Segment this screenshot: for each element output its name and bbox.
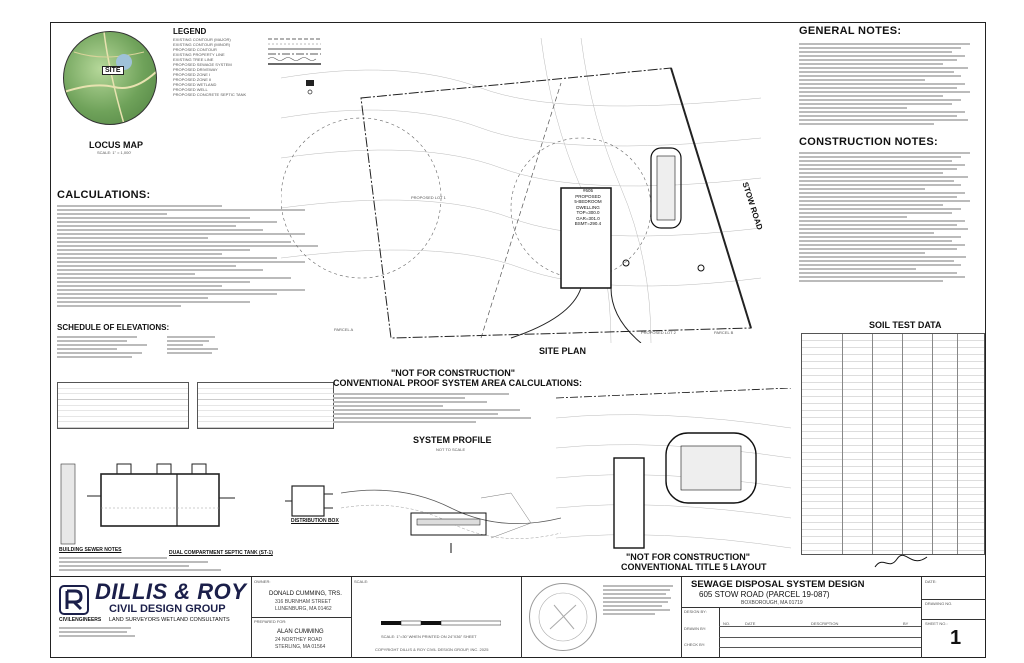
company-addresses: [59, 625, 239, 639]
system-profile-subtitle: NOT TO SCALE: [436, 447, 466, 452]
stamp-note: [603, 583, 677, 617]
septic-notes: [59, 555, 329, 573]
legend-item: PROPOSED ZONE I: [173, 72, 211, 77]
calculations-text: [57, 203, 332, 309]
title5-not-for-construction: "NOT FOR CONSTRUCTION": [626, 552, 751, 562]
scale-cell: SCALE: SCALE: 1"=30' WHEN PRINTED ON 24"…: [351, 577, 522, 658]
calculations-title: CALCULATIONS:: [57, 189, 151, 201]
legend-item: EXISTING CONTOUR (MINOR): [173, 42, 231, 47]
design-by-label: DESIGN BY:: [684, 609, 707, 614]
lot1-label: PROPOSED LOT 1: [411, 195, 446, 200]
applicant-address-2: STERLING, MA 01564: [275, 644, 326, 650]
applicant-name: ALAN CUMMING: [277, 629, 324, 635]
applicant-label: PREPARED FOR:: [254, 619, 287, 624]
elevations-title: SCHEDULE OF ELEVATIONS:: [57, 323, 170, 332]
title5-layout-drawing: [556, 388, 791, 549]
locus-map-roads: [64, 32, 156, 124]
drawing-no-label: DRAWING NO.: [925, 601, 953, 606]
owner-cell: OWNER: DONALD CUMMING, TRS. 316 BURNHAM …: [251, 577, 352, 658]
legend-item: PROPOSED WETLAND: [173, 82, 217, 87]
title-block: DILLIS & ROY CIVIL DESIGN GROUP LAND SUR…: [51, 576, 986, 658]
soil-test-title: SOIL TEST DATA: [869, 320, 942, 330]
distribution-box-title: DISTRIBUTION BOX: [291, 518, 339, 524]
legend-item: PROPOSED WELL: [173, 87, 208, 92]
construction-notes-text: [799, 150, 979, 284]
scale-bar: [381, 620, 501, 626]
sheet-cell: DATE: DRAWING NO. SHEET NO.: 1: [921, 577, 986, 658]
general-notes-text: [799, 41, 979, 127]
parcel-b-label: PARCEL B: [714, 330, 734, 335]
legend-list: EXISTING CONTOUR (MAJOR) EXISTING CONTOU…: [173, 37, 323, 97]
parcel-a-label: PARCEL A: [334, 327, 354, 332]
locus-map: SITE: [63, 31, 157, 125]
house-label: #605 PROPOSED 5-BEDROOM DWELLING TOP=300…: [574, 188, 602, 226]
proof-text: [333, 391, 553, 425]
company-services: LAND SURVEYORS WETLAND CONSULTANTS: [109, 617, 230, 623]
title5-title: CONVENTIONAL TITLE 5 LAYOUT: [621, 562, 767, 572]
company-tagline: CIVILENGINEERS: [59, 617, 102, 623]
check-by-label: CHECK BY:: [684, 642, 706, 647]
rev-col-by: BY: [903, 621, 909, 626]
septic-tank-title: DUAL COMPARTMENT SEPTIC TANK (ST-1): [169, 550, 273, 556]
construction-notes-title: CONSTRUCTION NOTES:: [799, 136, 938, 148]
locus-map-title: LOCUS MAP: [89, 140, 143, 150]
project-address: 605 STOW ROAD (PARCEL 19-087): [699, 590, 830, 599]
company-logo-icon: [59, 585, 89, 615]
building-sewer-title: BUILDING SEWER NOTES: [59, 547, 122, 553]
proof-not-for-construction: "NOT FOR CONSTRUCTION": [391, 368, 516, 378]
owner-address-2: LUNENBURG, MA 01462: [275, 606, 332, 612]
legend-item: PROPOSED DRIVEWAY: [173, 67, 218, 72]
owner-label: OWNER:: [254, 579, 271, 584]
legend-symbols: [267, 38, 321, 95]
locus-map-scale: SCALE: 1" = 1,000': [97, 150, 132, 155]
engineer-signature: [874, 554, 928, 568]
date-label: DATE:: [925, 579, 937, 584]
stamps-cell: [521, 577, 682, 658]
legend-item: EXISTING TREE LINE: [173, 57, 214, 62]
system-profile-title: SYSTEM PROFILE: [413, 435, 492, 445]
legend-item: PROPOSED CONCRETE SEPTIC TANK: [173, 92, 247, 97]
general-notes-title: GENERAL NOTES:: [799, 25, 902, 37]
legend-item: PROPOSED ZONE II: [173, 77, 212, 82]
owner-name: DONALD CUMMING, TRS.: [269, 591, 342, 597]
copyright: COPYRIGHT DILLIS & ROY CIVIL DESIGN GROU…: [375, 647, 489, 652]
rev-col-date: DATE: [745, 621, 756, 626]
owner-address-1: 316 BURNHAM STREET: [275, 599, 332, 605]
rev-col-no: NO.: [723, 621, 731, 626]
legend-item: EXISTING CONTOUR (MAJOR): [173, 37, 231, 42]
drawn-by-label: DRAWN BY:: [684, 626, 707, 631]
legend-title: LEGEND: [173, 27, 207, 36]
site-plan-title: SITE PLAN: [539, 346, 587, 356]
company-name: DILLIS & ROY: [95, 579, 247, 604]
soil-test-table: [801, 333, 985, 555]
sheet-no-label: SHEET NO.:: [925, 621, 948, 626]
legend-item: PROPOSED SEWAGE SYSTEM: [173, 62, 232, 67]
legend-item: EXISTING PROPERTY LINE: [173, 52, 225, 57]
septic-tank-detail: [60, 463, 333, 545]
sheet-number: 1: [950, 627, 962, 649]
proof-title: CONVENTIONAL PROOF SYSTEM AREA CALCULATI…: [333, 378, 583, 388]
lot2-label: PROPOSED LOT 2: [641, 330, 676, 335]
scale-note: SCALE: 1"=30' WHEN PRINTED ON 24"X36" SH…: [381, 634, 477, 639]
site-plan-drawing: [281, 38, 761, 343]
design-title: SEWAGE DISPOSAL SYSTEM DESIGN: [691, 579, 865, 590]
company-cell: DILLIS & ROY CIVIL DESIGN GROUP LAND SUR…: [51, 577, 252, 658]
legend-item: PROPOSED CONTOUR: [173, 47, 217, 52]
company-group: CIVIL DESIGN GROUP: [109, 603, 226, 615]
rev-col-description: DESCRIPTION: [811, 621, 839, 626]
engineer-stamp: [529, 583, 597, 651]
project-cell: SEWAGE DISPOSAL SYSTEM DESIGN 605 STOW R…: [681, 577, 921, 658]
elevations-table: [57, 334, 334, 429]
applicant-address-1: 24 NORTHEY ROAD: [275, 637, 323, 643]
drawing-sheet: SITE LOCUS MAP SCALE: 1" = 1,000' LEGEND…: [50, 22, 986, 658]
locus-site-label: SITE: [102, 66, 124, 75]
system-profile-drawing: [341, 489, 561, 553]
project-town: BOXBOROUGH, MA 01719: [741, 600, 803, 606]
stamp-seal-icon: [538, 592, 588, 642]
scale-label: SCALE:: [354, 579, 369, 584]
